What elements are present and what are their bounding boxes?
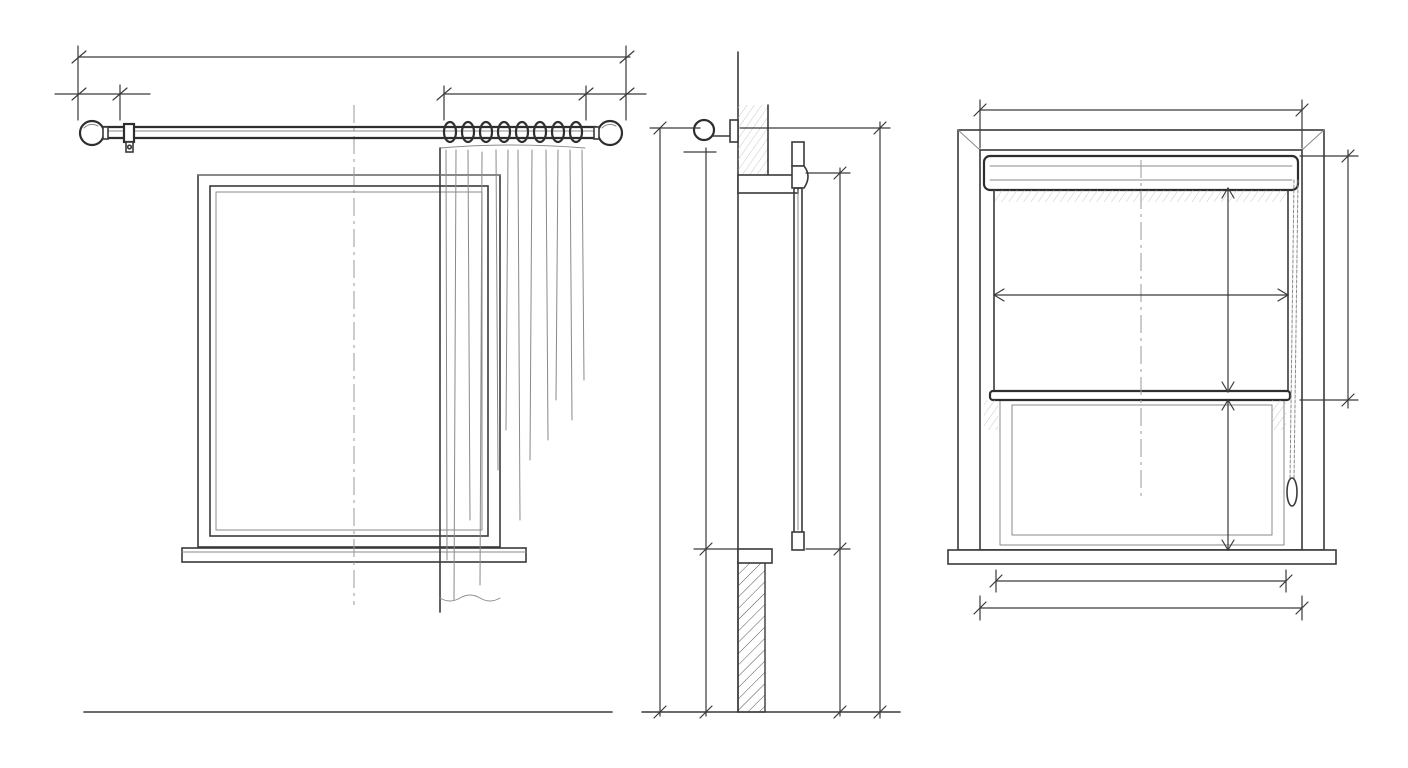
curtain-rings [442,120,584,144]
rod-bracket-side-icon [692,118,739,143]
rod-dimensions [54,45,647,121]
chain-pull-icon [1286,179,1299,507]
wall-lintel-hatch [738,105,768,175]
blind-dimensions [973,99,1359,621]
lintel [737,174,799,194]
blind-window-sill [947,549,1337,565]
wall-section-view [641,51,901,719]
roller-blind-elevation [947,99,1359,621]
sill-section [737,548,773,564]
curtain-rod [98,125,598,140]
sheer-curtain-panel [439,144,586,613]
blind-fabric [984,189,1292,430]
window-reveal-frame [957,129,1325,551]
blind-side-profile [791,141,809,551]
window-frame [197,174,501,548]
curtain-rod-elevation [54,45,647,713]
wall-below-sill [737,561,766,713]
rod-bracket [122,122,136,153]
bottom-bar [988,389,1292,402]
finial-left [78,119,109,147]
finial-right [593,119,624,147]
section-dimensions [649,121,891,719]
